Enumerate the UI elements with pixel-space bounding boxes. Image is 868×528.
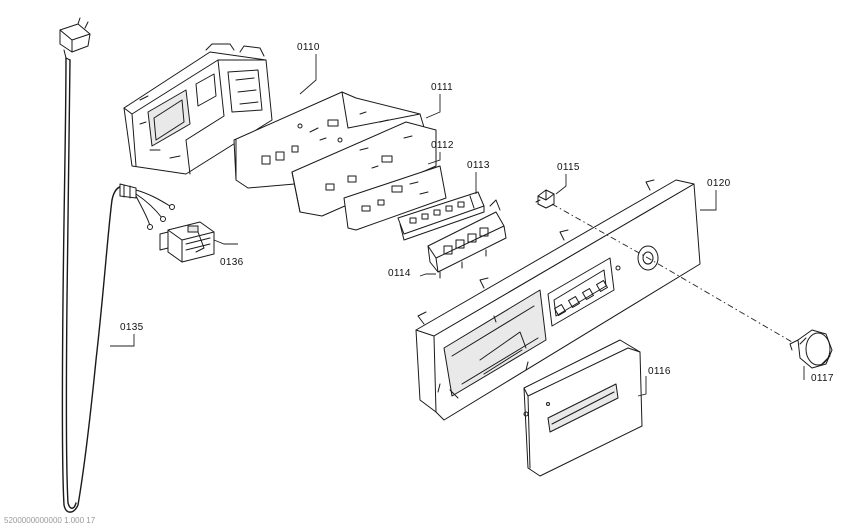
- knob-spindle: [535, 189, 555, 209]
- key-circuit-board: [343, 165, 447, 231]
- part-label-0111: 0111: [431, 82, 453, 93]
- drawing-footer-code: 5200000000000 1.000 17: [4, 516, 96, 525]
- part-label-0120: 0120: [707, 178, 731, 189]
- control-module-housing: [123, 43, 273, 175]
- mains-cable: [59, 17, 175, 513]
- dispenser-handle: [523, 339, 643, 477]
- button-carrier: [427, 199, 507, 279]
- key-module: [397, 191, 485, 241]
- part-label-0136: 0136: [220, 257, 244, 268]
- assembly-axis-line: [551, 203, 793, 343]
- part-label-0116: 0116: [648, 366, 671, 377]
- programme-knob: [789, 329, 833, 369]
- part-label-0110: 0110: [297, 42, 320, 53]
- part-label-0135: 0135: [120, 322, 144, 333]
- control-panel-fascia: [415, 179, 701, 421]
- part-label-0117: 0117: [811, 373, 834, 384]
- display-circuit-board: [291, 121, 437, 217]
- suppression-filter: [159, 221, 215, 263]
- leader-lines: [110, 54, 805, 397]
- part-label-0112: 0112: [431, 140, 454, 151]
- part-label-0113: 0113: [467, 160, 490, 171]
- part-label-0115: 0115: [557, 162, 580, 173]
- part-label-0114: 0114: [388, 268, 411, 279]
